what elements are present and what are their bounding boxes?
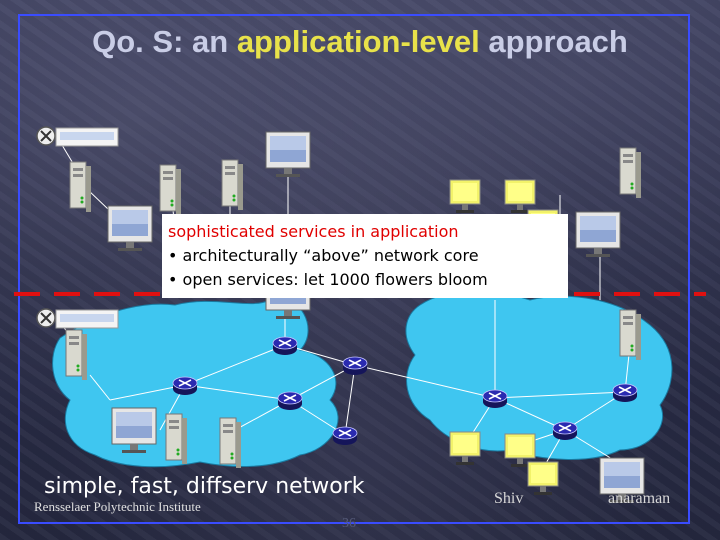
router-icon xyxy=(342,356,368,376)
title-highlight: application-level xyxy=(236,24,480,59)
slide-number: 36 xyxy=(342,516,356,531)
yellow-pc-icon xyxy=(527,461,559,496)
services-callout: sophisticated services in application • … xyxy=(162,214,568,298)
server-icon xyxy=(69,161,92,213)
network-label: simple, fast, diffserv network xyxy=(44,474,365,499)
router-icon xyxy=(277,391,303,411)
callout-heading: sophisticated services in application xyxy=(168,222,459,241)
callout-bullet: • architecturally “above” network core xyxy=(168,246,479,265)
server-icon xyxy=(221,159,244,211)
monitor-icon xyxy=(265,131,311,178)
title-suffix: approach xyxy=(479,24,628,59)
yellow-pc-icon xyxy=(449,179,481,214)
title-prefix: Qo. S: an xyxy=(92,24,237,59)
server-icon xyxy=(619,309,642,361)
institution-footer: Rensselaer Polytechnic Institute xyxy=(34,499,201,514)
yellow-pc-icon xyxy=(449,431,481,466)
server-icon xyxy=(619,147,642,199)
author-footer-right: anaraman xyxy=(608,490,671,507)
router-icon xyxy=(272,336,298,356)
router-icon xyxy=(482,389,508,409)
phone-card-icon-top xyxy=(36,126,119,147)
yellow-pc-icon xyxy=(504,179,536,214)
slide-frame xyxy=(18,14,690,524)
monitor-icon xyxy=(575,211,621,258)
slide-title: Qo. S: an application-level approach xyxy=(0,24,720,60)
phone-card-icon-bottom xyxy=(36,308,119,329)
callout-bullet: • open services: let 1000 flowers bloom xyxy=(168,270,488,289)
router-icon xyxy=(612,383,638,403)
router-icon xyxy=(172,376,198,396)
router-icon xyxy=(332,426,358,446)
server-icon xyxy=(165,413,188,465)
monitor-icon xyxy=(107,205,153,252)
server-icon xyxy=(65,329,88,381)
server-icon xyxy=(159,164,182,216)
server-icon xyxy=(219,417,242,469)
author-footer-left: Shiv xyxy=(494,490,524,507)
router-icon xyxy=(552,421,578,441)
